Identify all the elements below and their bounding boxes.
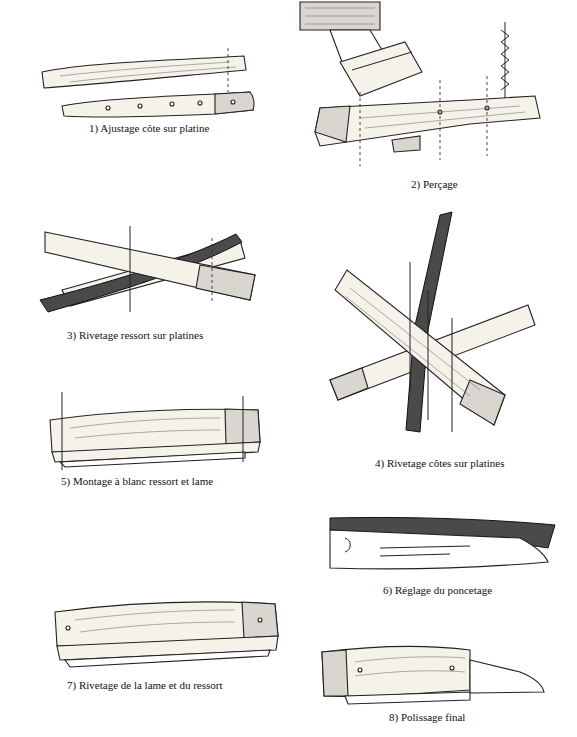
step-1-figure-part [62,92,253,117]
step-1-figure-part [138,104,142,108]
step-4-figure-part [460,380,505,425]
step-caption: 1) Ajustage côte sur platine [88,122,210,135]
step-3-figure-part [130,226,131,312]
step-3-figure [40,226,255,312]
step-4-figure-part [345,288,480,396]
step-3-figure-part [45,232,255,300]
step-1-figure [42,48,254,117]
step-2-figure-part [487,76,488,156]
step-7-figure-part [66,626,70,630]
step-7-figure-part [258,618,262,622]
step-1-figure-part [60,62,236,82]
step-caption: 4) Rivetage côtes sur platines [374,457,506,470]
step-5-figure [50,392,260,470]
step-1-figure-part [198,101,202,105]
step-8-figure [322,646,544,704]
step-caption: 6) Réglage du poncetage [382,584,493,597]
step-2-figure-part [501,30,509,90]
step-1-figure-part [215,92,254,114]
step-caption: 8) Polissage final [388,711,466,724]
step-5-figure-part [243,396,244,462]
step-6-figure-part [330,530,548,569]
step-4-figure-part [410,262,411,392]
step-7-figure-part [242,602,278,638]
step-8-figure-part [345,692,470,704]
step-7-figure [55,602,278,667]
step-caption: 7) Rivetage de la lame et du ressort [66,679,223,692]
step-4-figure-part [335,270,505,425]
step-8-figure-part [450,666,454,670]
step-2-figure-part [315,106,350,142]
step-1-figure-part [42,56,246,88]
step-2-figure-part [305,8,375,24]
step-2-figure-part [352,52,412,70]
step-2-figure-part [340,42,422,96]
step-caption: 2) Perçage [410,178,459,191]
step-8-figure-part [358,668,362,672]
step-6-figure-part [345,538,350,552]
step-caption: 5) Montage à blanc ressort et lame [60,475,214,488]
step-4-figure-part [428,290,429,420]
step-1-figure-part [170,102,174,106]
step-7-figure-part [65,650,270,667]
step-5-figure-part [60,452,245,467]
step-8-figure-part [470,660,544,693]
step-6-figure-part [380,546,470,556]
step-2-figure-part [440,80,441,160]
step-4-figure-part [330,368,368,400]
step-7-figure-part [75,610,235,632]
step-3-figure-part [212,238,213,304]
step-3-figure-part [196,265,255,300]
step-caption: 3) Rivetage ressort sur platines [66,329,204,342]
step-8-figure-part [322,646,470,696]
step-2-figure [300,2,540,166]
step-1-figure-part [231,100,235,104]
step-2-figure-part [392,136,420,152]
step-5-figure-part [62,392,63,470]
step-1-figure-part [106,106,110,110]
step-5-figure-part [70,418,220,438]
step-1-figure-part [228,48,229,92]
step-2-figure-part [315,96,540,146]
step-2-figure-part [360,92,361,166]
step-4-figure [330,212,535,432]
step-4-figure-part [452,318,453,432]
step-2-figure-part [360,106,525,128]
step-6-figure [330,517,555,568]
step-8-figure-part [355,657,465,676]
step-8-figure-part [322,650,348,696]
step-2-figure-part [300,2,380,30]
